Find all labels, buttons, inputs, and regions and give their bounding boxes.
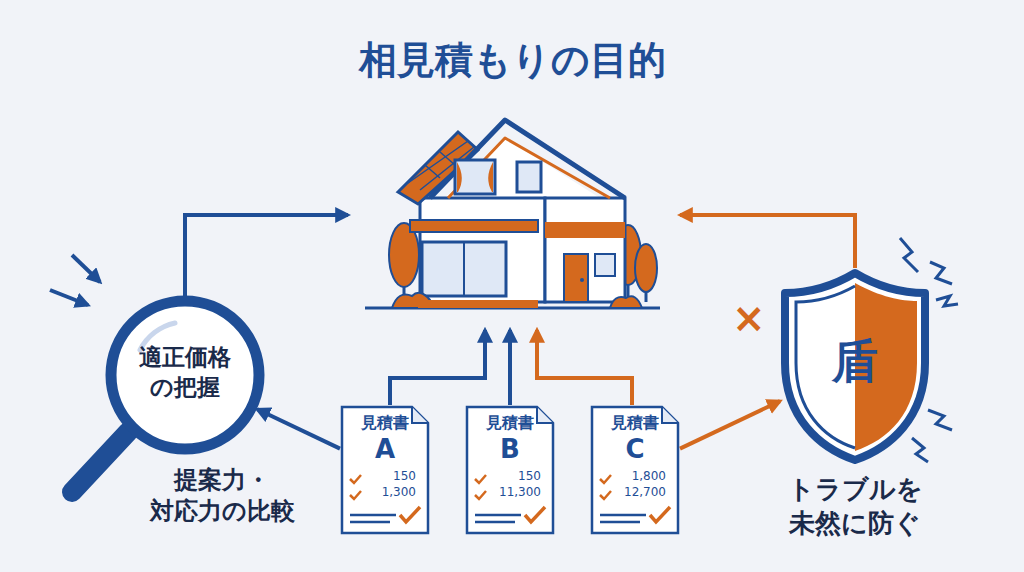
impact-mark xyxy=(928,410,952,430)
estimate-document: 見積書C 1,80012,700 xyxy=(590,405,680,535)
node-label: 適正価格 の把握 xyxy=(125,343,245,403)
attention-arrow xyxy=(72,255,100,282)
doc-amount: 11,300 xyxy=(487,485,541,501)
doc-amount: 12,700 xyxy=(612,485,666,501)
impact-mark xyxy=(900,238,918,272)
caption-text: トラブルを 未然に防ぐ xyxy=(770,473,940,541)
shield-glyph: 盾 xyxy=(780,336,930,387)
doc-letter: B xyxy=(465,433,555,467)
doc-amount: 1,800 xyxy=(612,469,666,485)
estimate-document: 見積書B 15011,300 xyxy=(465,405,555,535)
doc-title: 見積書 xyxy=(340,413,430,434)
flow-arrow xyxy=(390,330,485,405)
shield-shape: 盾トラブルを 未然に防ぐ xyxy=(780,268,930,463)
impact-mark xyxy=(912,438,928,462)
doc-title: 見積書 xyxy=(590,413,680,434)
impact-mark xyxy=(936,296,958,306)
caption-text: 提案力・ 対応力の比較 xyxy=(127,465,317,527)
connector-arrow xyxy=(680,401,780,449)
estimate-document: 見積書A 1501,300 xyxy=(340,405,430,535)
house-illustration xyxy=(365,120,660,308)
doc-amount: 1,300 xyxy=(362,485,416,501)
impact-mark xyxy=(930,262,952,284)
diagram-title: 相見積もりの目的 xyxy=(0,38,1024,84)
magnifier-handle xyxy=(72,432,128,492)
doc-letter: A xyxy=(340,433,430,467)
magnifier-circle: 適正価格 の把握提案力・ 対応力の比較 xyxy=(105,295,265,455)
doc-amount: 150 xyxy=(487,469,541,485)
attention-arrow xyxy=(50,290,88,305)
connector-arrow xyxy=(257,409,340,448)
doc-title: 見積書 xyxy=(465,413,555,434)
flow-arrow xyxy=(537,330,632,405)
doc-letter: C xyxy=(590,433,680,467)
cross-mark: × xyxy=(732,298,766,338)
flow-arrow xyxy=(680,215,855,268)
doc-amount: 150 xyxy=(362,469,416,485)
flow-arrow xyxy=(185,215,348,296)
flow-arrow xyxy=(508,330,512,405)
